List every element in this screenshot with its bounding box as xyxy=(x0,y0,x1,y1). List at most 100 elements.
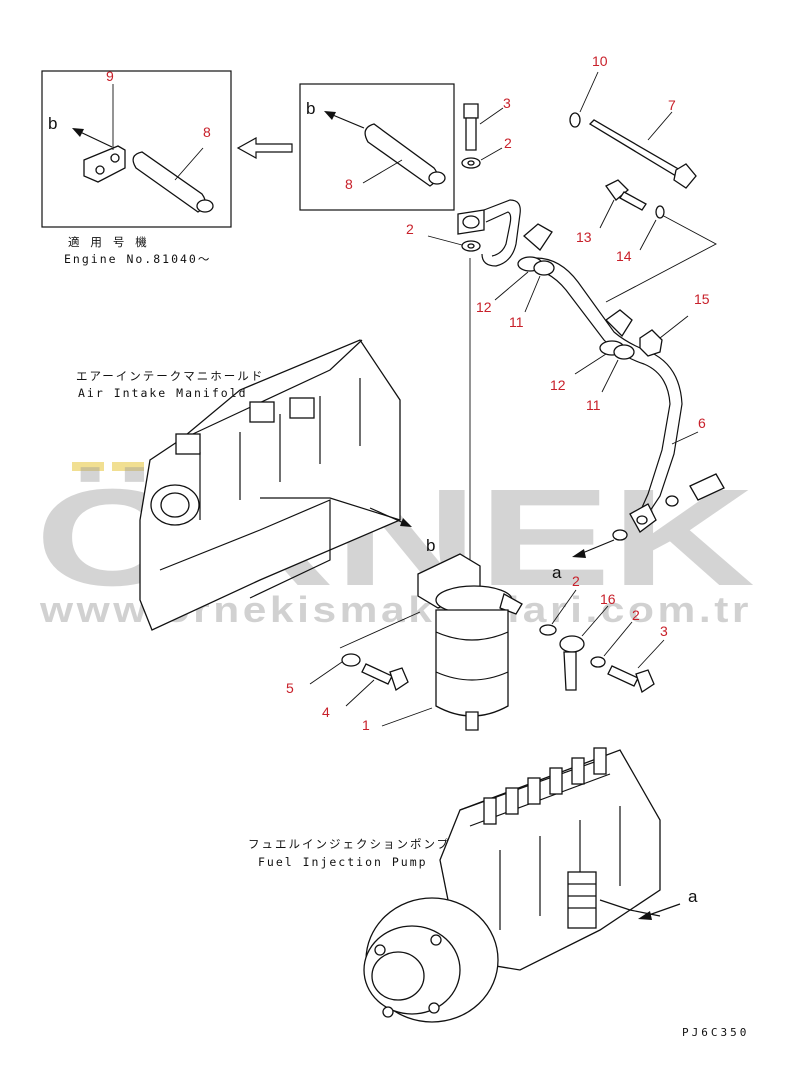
leader-2-right xyxy=(603,621,633,657)
leader-10 xyxy=(579,71,599,113)
inset-applicable-jp: 適 用 号 機 xyxy=(68,235,149,249)
callout-14: 14 xyxy=(616,248,632,264)
part-pipe-8-box-end xyxy=(428,171,446,185)
pump-bolt-2 xyxy=(382,1006,394,1018)
arrow-a-pump-line xyxy=(645,903,681,917)
leader-6 xyxy=(671,431,699,445)
callout-3-top: 3 xyxy=(503,95,511,111)
part-pipe-8-inset xyxy=(132,151,206,213)
part-washer-a xyxy=(612,529,628,541)
manifold-body xyxy=(139,339,401,631)
callout-11-mid: 11 xyxy=(586,397,601,413)
manifold-flange-1 xyxy=(175,433,201,455)
fuel-filter-group: 1 xyxy=(339,553,523,733)
leader-3-right xyxy=(637,639,665,669)
part-bolt-4-head xyxy=(389,667,409,692)
part-bolt-7-shank xyxy=(588,119,681,177)
leader-3-top xyxy=(479,107,504,125)
part-washer-14 xyxy=(655,205,665,219)
leader-bracket-13-14 xyxy=(605,213,717,303)
leader-1 xyxy=(381,707,433,727)
leader-2-top xyxy=(480,147,503,161)
part-pipe-8-box xyxy=(364,123,438,187)
part-washer-2-mid xyxy=(539,624,557,636)
part-bracket-9-hole-1 xyxy=(95,165,105,175)
inset-applicable-box: b 9 8 適 用 号 機 Engine No.81040〜 xyxy=(41,68,232,266)
callout-8-inset: 8 xyxy=(203,124,211,140)
callout-2-left: 2 xyxy=(406,221,414,237)
callout-9: 9 xyxy=(106,68,114,84)
box-pipe-8: b 8 xyxy=(299,83,455,211)
pump-bolt-1 xyxy=(374,944,386,956)
part-nut-15 xyxy=(639,329,663,357)
callout-13: 13 xyxy=(576,229,592,245)
pump-cylinder-right xyxy=(567,871,597,929)
arrow-a-pipe-line xyxy=(579,539,615,555)
part-bolt-7-head xyxy=(673,163,697,189)
arrow-a-pipe-head xyxy=(572,549,586,558)
arrow-b-manifold-line xyxy=(369,507,407,525)
leader-11-mid xyxy=(601,359,619,393)
marker-b-manifold: b xyxy=(426,536,435,555)
manifold-ribs xyxy=(199,378,361,520)
pump-cylinder-ribs xyxy=(568,883,596,909)
manifold-flange-3 xyxy=(289,397,315,419)
leader-4 xyxy=(345,679,375,707)
part-eye-fitting-hole xyxy=(462,215,480,229)
callout-12-top: 12 xyxy=(476,299,492,315)
pump-outlet-3 xyxy=(527,777,541,805)
drawing-code: PJ6C350 xyxy=(682,1026,749,1039)
part-washer-5 xyxy=(341,653,361,667)
hollow-arrow xyxy=(236,136,293,160)
part-bolt-13-head xyxy=(605,179,629,201)
bolt-13-group: 13 14 xyxy=(576,179,665,264)
part-bracket-9-hole-2 xyxy=(110,153,120,163)
watermark-accent-2 xyxy=(112,462,144,471)
part-bracket-9 xyxy=(83,145,126,183)
watermark-accent-1 xyxy=(72,462,104,471)
filter-outlet-group: 2 16 2 3 xyxy=(539,573,668,694)
pump-outlet-5 xyxy=(571,757,585,785)
leader-2-mid xyxy=(551,589,577,625)
bolt-pipe-end-group: a xyxy=(552,473,725,582)
marker-a-pump: a xyxy=(688,887,698,906)
marker-b-box: b xyxy=(306,99,315,118)
part-washer-10 xyxy=(569,112,581,128)
pump-governor-hub xyxy=(371,951,425,1001)
callout-10: 10 xyxy=(592,53,608,69)
leader-12-mid xyxy=(574,353,607,375)
leader-5 xyxy=(309,661,343,685)
part-filter-drain xyxy=(465,711,479,731)
pump-injector-outlets xyxy=(483,747,607,825)
part-bolt-pipe-end xyxy=(689,473,725,501)
part-grommet-11-top xyxy=(533,260,555,276)
leader-filter-ref xyxy=(339,611,421,649)
marker-a-pipe: a xyxy=(552,563,562,582)
part-eye-16 xyxy=(559,635,585,653)
part-pipe-upper xyxy=(481,199,521,267)
air-intake-manifold: b エアーインテークマニホールド Air Intake Manifold xyxy=(76,339,435,631)
callout-4: 4 xyxy=(322,704,330,720)
callout-15: 15 xyxy=(694,291,710,307)
pump-outlet-1 xyxy=(483,797,497,825)
part-bolt-3-top-shank xyxy=(465,117,477,151)
part-bolt-4-shank xyxy=(361,663,393,685)
callout-1: 1 xyxy=(362,717,370,733)
inset-frame xyxy=(41,70,232,228)
part-bracket-clamp-top xyxy=(523,223,553,251)
pump-outlet-2 xyxy=(505,787,519,815)
callout-11-top: 11 xyxy=(509,314,524,330)
part-grommet-11-mid xyxy=(613,344,635,360)
callout-3-right: 3 xyxy=(660,623,668,639)
manifold-label-en: Air Intake Manifold xyxy=(78,386,248,400)
manifold-top-edge xyxy=(179,339,363,441)
part-bolt-13-shank xyxy=(619,191,647,211)
box-arrow-head xyxy=(324,111,336,120)
leader-8-inset xyxy=(174,147,204,181)
part-filter-body xyxy=(435,609,509,717)
inset-arrow-head xyxy=(72,128,84,137)
leader-13 xyxy=(599,199,615,229)
filter-bolt-stack: 3 2 2 xyxy=(406,95,512,585)
part-pipe-6-eye-hole xyxy=(636,515,648,525)
